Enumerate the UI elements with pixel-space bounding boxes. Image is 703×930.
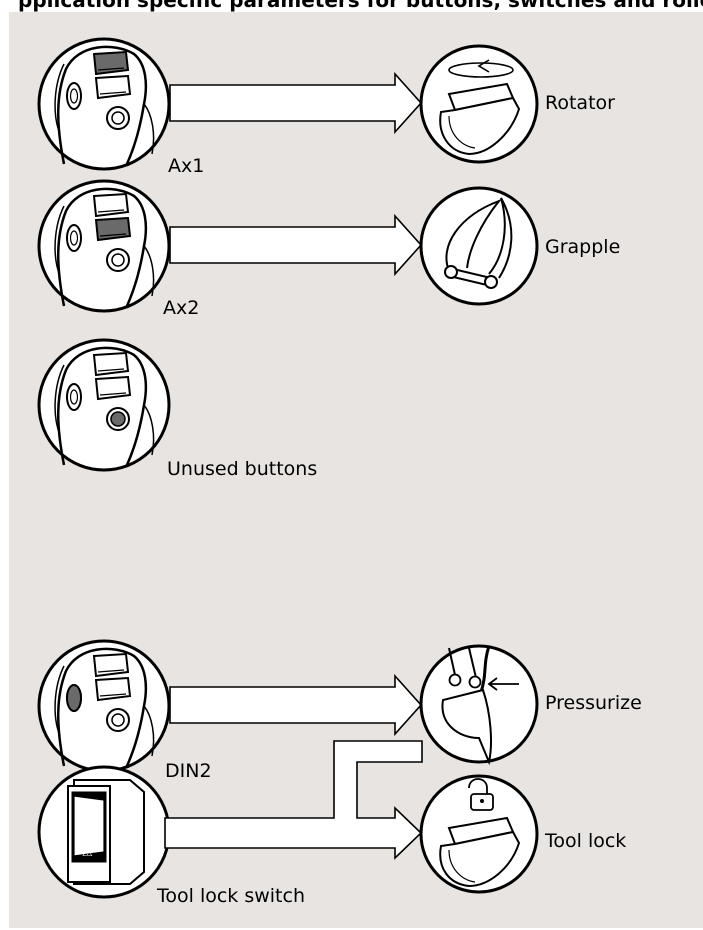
- arrow-ax1-rotator: [169, 71, 423, 135]
- rotator-icon: [419, 44, 539, 164]
- header-text: pplication specific parameters for butto…: [18, 0, 703, 12]
- joystick-unused: [37, 338, 171, 472]
- label-unused-buttons: Unused buttons: [167, 458, 318, 480]
- label-din2: DIN2: [165, 760, 212, 782]
- label-rotator: Rotator: [545, 92, 615, 114]
- label-ax2: Ax2: [163, 297, 200, 319]
- arrow-network: [164, 673, 423, 860]
- arrow-ax2-grapple: [169, 213, 423, 277]
- label-tool-lock: Tool lock: [545, 830, 627, 852]
- label-grapple: Grapple: [545, 236, 621, 258]
- label-tool-lock-switch: Tool lock switch: [157, 885, 305, 907]
- header-fragment: pplication specific parameters for butto…: [0, 0, 703, 12]
- label-ax1: Ax1: [168, 155, 205, 177]
- tool-lock-switch-icon: ⚠: [37, 765, 171, 899]
- grapple-icon: [419, 186, 539, 306]
- label-pressurize: Pressurize: [545, 692, 642, 714]
- joystick-ax1: [37, 37, 171, 171]
- joystick-ax2: [37, 179, 171, 313]
- joystick-din2: [37, 639, 171, 773]
- svg-text:⚠: ⚠: [82, 845, 93, 859]
- pressurize-icon: [419, 644, 539, 766]
- tool-lock-icon: [419, 774, 539, 894]
